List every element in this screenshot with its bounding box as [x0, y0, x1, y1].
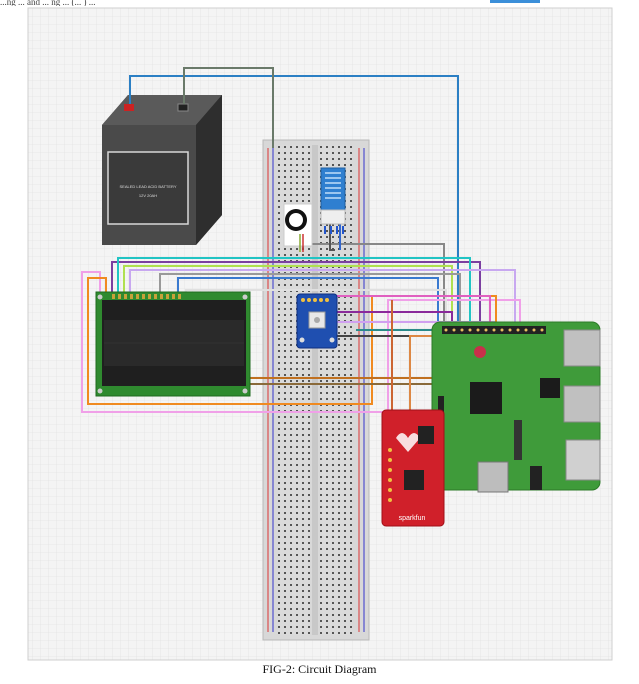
battery-positive-terminal: [124, 104, 134, 111]
battery-negative-terminal: [177, 103, 189, 112]
raspberry-logo-icon: [474, 346, 486, 358]
pulse-sensor: [283, 203, 313, 252]
ecg-sensor-board: sparkfun: [381, 409, 445, 527]
hdmi-port: [477, 461, 509, 493]
breadboard: [262, 139, 370, 641]
usb-port-1: [563, 329, 601, 367]
top-cutoff-bar: [490, 0, 540, 3]
lcd-display: [95, 291, 251, 397]
battery-label-1: SEALED LEAD ACID BATTERY: [120, 184, 177, 189]
raspberry-pi-board: [431, 321, 601, 493]
sparkfun-label: sparkfun: [399, 515, 426, 522]
battery: SEALED LEAD ACID BATTERY 12V 20AH: [102, 95, 222, 245]
figure-caption: FIG-2: Circuit Diagram: [262, 662, 377, 676]
pressure-sensor-board: [296, 293, 338, 349]
dht-sensor: [320, 167, 346, 234]
battery-label-2: 12V 20AH: [139, 193, 157, 198]
top-cutoff-text: ...ng ... and ... ng ... (... ) ...: [0, 0, 96, 6]
usb-port-2: [563, 385, 601, 423]
ethernet-port: [565, 439, 601, 481]
